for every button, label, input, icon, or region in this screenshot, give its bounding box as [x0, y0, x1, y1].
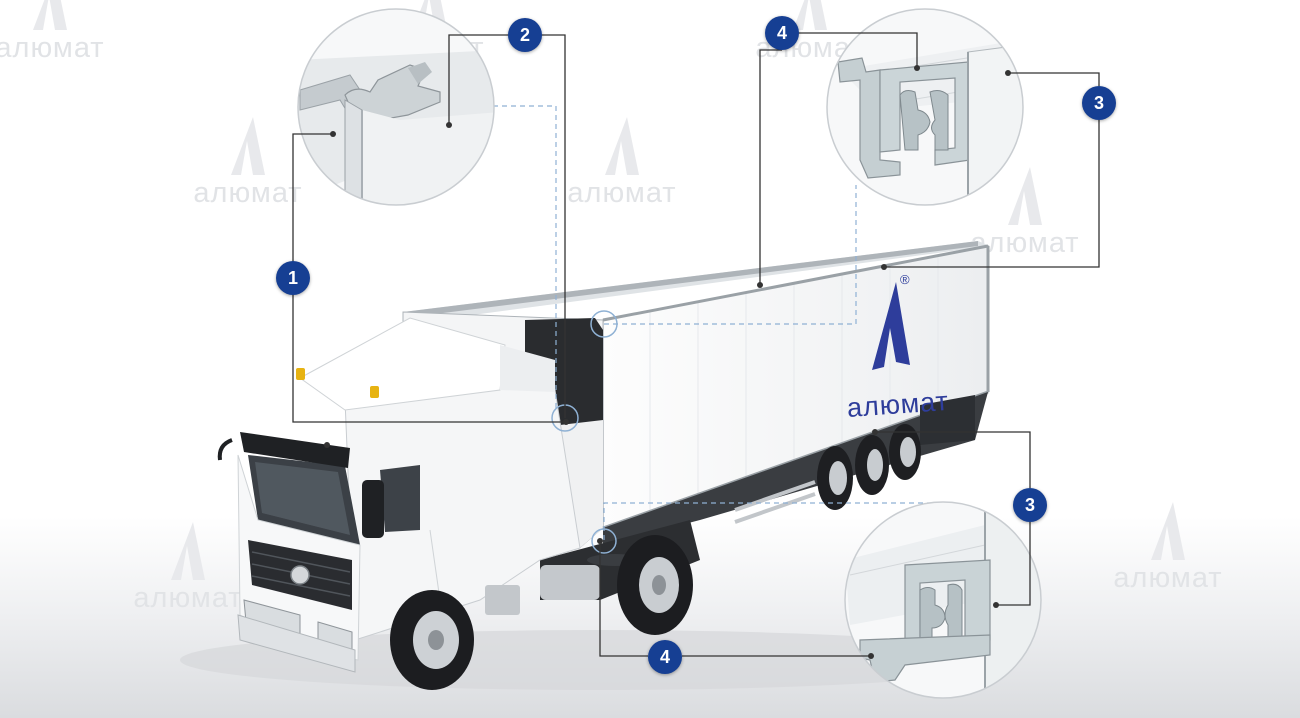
- detail-circle-bottom-profile: [844, 501, 1042, 699]
- watermark-logo-icon: [1151, 502, 1185, 560]
- beacon-light-icon: [296, 368, 305, 380]
- leader-lines: [292, 32, 1100, 657]
- watermark: алюмат: [1098, 500, 1238, 593]
- watermark-logo-icon: [33, 0, 67, 30]
- watermark: алюмат: [178, 115, 318, 208]
- callout-badge-3-top: 3: [1082, 86, 1116, 120]
- watermark-logo-icon: [605, 117, 639, 175]
- tractor: [217, 317, 700, 690]
- trailer-wheels: [817, 424, 921, 510]
- side-mirror: [362, 480, 384, 538]
- watermark-logo-icon: [793, 0, 827, 30]
- beacon-light-icon: [370, 386, 379, 398]
- callout-badge-4-top: 4: [765, 16, 799, 50]
- watermark: алюмат: [0, 0, 120, 63]
- watermark-logo-icon: [231, 117, 265, 175]
- leader-dots: [324, 65, 1011, 659]
- registered-mark: ®: [900, 272, 910, 287]
- detail-markers: [551, 310, 618, 554]
- watermark: алюмат: [118, 520, 258, 613]
- callout-badge-1: 1: [276, 261, 310, 295]
- callout-badge-4-bottom: 4: [648, 640, 682, 674]
- detail-circle-joint: [297, 8, 495, 206]
- ground-shadow: [180, 630, 1020, 690]
- callout-badge-3-bottom: 3: [1013, 488, 1047, 522]
- dashed-guide-lines: [493, 105, 940, 540]
- detail-circle-top-profile: [826, 8, 1024, 206]
- callout-badge-2: 2: [508, 18, 542, 52]
- watermark: алюмат: [552, 115, 692, 208]
- watermark-logo-icon: [1008, 167, 1042, 225]
- trailer-logo-icon: [872, 282, 910, 370]
- watermark-logo-icon: [171, 522, 205, 580]
